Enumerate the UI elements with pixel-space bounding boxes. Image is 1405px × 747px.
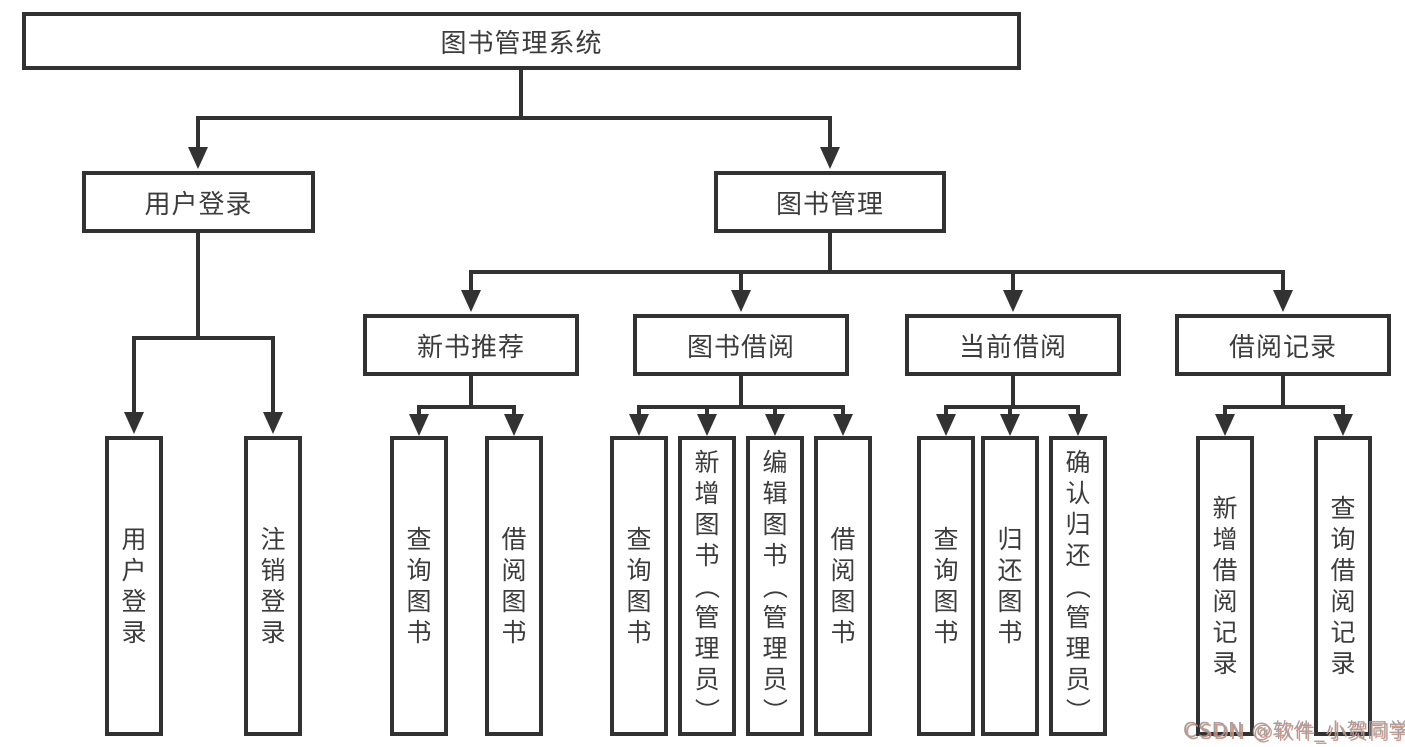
leaf-records-query-label: 查询借阅记录 (1330, 494, 1356, 678)
leaf-records-add: 新增借阅记录 (1196, 436, 1254, 736)
node-new-book-label: 新书推荐 (416, 332, 525, 363)
leaf-newbook-query-label: 查询图书 (406, 525, 432, 647)
connector-arrow-shaft (637, 405, 641, 417)
leaf-current-return-label: 归还图书 (997, 525, 1023, 647)
node-root-label: 图书管理系统 (440, 28, 603, 59)
connector-arrow-shaft (773, 405, 777, 417)
connector-arrow-shaft (1076, 405, 1080, 417)
connector-new-book-bar (417, 405, 516, 409)
arrowhead-icon (820, 147, 840, 169)
connector-arrow-shaft (417, 405, 421, 417)
leaf-user-login-label: 用户登录 (121, 525, 147, 647)
arrowhead-icon (1068, 414, 1088, 436)
connector-root-bar (196, 116, 832, 120)
leaf-borrow-add-admin-label: 新增图书（管理员） (692, 447, 722, 723)
connector-arrow-shaft (132, 336, 136, 414)
leaf-newbook-query: 查询图书 (390, 436, 448, 736)
arrowhead-icon (1215, 414, 1235, 436)
node-book-borrow: 图书借阅 (633, 314, 849, 376)
arrowhead-icon (936, 414, 956, 436)
arrowhead-icon (833, 414, 853, 436)
leaf-newbook-borrow-label: 借阅图书 (501, 525, 527, 647)
arrowhead-icon (1273, 290, 1293, 312)
leaf-borrow-book: 借阅图书 (814, 436, 872, 736)
arrowhead-icon (731, 290, 751, 312)
node-new-book: 新书推荐 (363, 314, 579, 376)
arrowhead-icon (504, 414, 524, 436)
connector-arrow-shaft (1281, 270, 1285, 294)
node-book-borrow-label: 图书借阅 (686, 332, 795, 363)
connector-new-book-stem (469, 376, 473, 409)
arrowhead-icon (1333, 414, 1353, 436)
connector-current-borrow-stem (1011, 376, 1015, 409)
node-root: 图书管理系统 (22, 12, 1021, 70)
leaf-borrow-add-admin: 新增图书（管理员） (678, 436, 736, 736)
connector-borrow-records-stem (1281, 376, 1285, 409)
connector-arrow-shaft (739, 270, 743, 294)
leaf-borrow-edit-admin: 编辑图书（管理员） (746, 436, 804, 736)
arrowhead-icon (629, 414, 649, 436)
connector-root-stem (519, 70, 523, 118)
connector-arrow-shaft (196, 116, 200, 150)
connector-arrow-shaft (469, 270, 473, 294)
connector-book-mgmt-stem (828, 233, 832, 274)
connector-book-borrow-stem (739, 376, 743, 409)
node-current-borrow: 当前借阅 (905, 314, 1121, 376)
leaf-borrow-query: 查询图书 (610, 436, 668, 736)
arrowhead-icon (461, 290, 481, 312)
connector-arrow-shaft (271, 336, 275, 414)
leaf-logout-label: 注销登录 (260, 525, 286, 647)
arrowhead-icon (409, 414, 429, 436)
leaf-user-login: 用户登录 (105, 436, 163, 736)
connector-user-login-stem (196, 233, 200, 340)
connector-current-borrow-bar (944, 405, 1080, 409)
arrowhead-icon (697, 414, 717, 436)
arrowhead-icon (124, 412, 144, 434)
csdn-watermark: CSDN @软件_小贺同学 (1183, 718, 1405, 742)
leaf-current-query-label: 查询图书 (933, 525, 959, 647)
leaf-current-query: 查询图书 (917, 436, 975, 736)
connector-arrow-shaft (1011, 270, 1015, 294)
node-borrow-records-label: 借阅记录 (1228, 332, 1337, 363)
leaf-newbook-borrow: 借阅图书 (485, 436, 543, 736)
arrowhead-icon (765, 414, 785, 436)
arrowhead-icon (188, 147, 208, 169)
arrowhead-icon (1000, 414, 1020, 436)
arrowhead-icon (263, 412, 283, 434)
leaf-logout: 注销登录 (244, 436, 302, 736)
connector-arrow-shaft (512, 405, 516, 417)
connector-user-login-bar (132, 336, 275, 340)
node-user-login-label: 用户登录 (144, 189, 253, 220)
leaf-current-confirm-admin-label: 确认归还（管理员） (1063, 447, 1093, 723)
connector-book-borrow-bar (637, 405, 845, 409)
connector-arrow-shaft (1341, 405, 1345, 417)
leaf-current-confirm-admin: 确认归还（管理员） (1049, 436, 1107, 736)
leaf-records-add-label: 新增借阅记录 (1212, 494, 1238, 678)
connector-arrow-shaft (1008, 405, 1012, 417)
leaf-borrow-book-label: 借阅图书 (830, 525, 856, 647)
connector-book-mgmt-bar (469, 270, 1285, 274)
leaf-records-query: 查询借阅记录 (1314, 436, 1372, 736)
node-user-login: 用户登录 (82, 171, 315, 233)
node-borrow-records: 借阅记录 (1175, 314, 1391, 376)
leaf-borrow-query-label: 查询图书 (626, 525, 652, 647)
connector-borrow-records-bar (1223, 405, 1345, 409)
node-current-borrow-label: 当前借阅 (958, 332, 1067, 363)
connector-arrow-shaft (841, 405, 845, 417)
connector-arrow-shaft (705, 405, 709, 417)
connector-arrow-shaft (1223, 405, 1227, 417)
node-book-mgmt-label: 图书管理 (775, 189, 884, 220)
leaf-current-return: 归还图书 (981, 436, 1039, 736)
arrowhead-icon (1003, 290, 1023, 312)
connector-arrow-shaft (828, 116, 832, 150)
leaf-borrow-edit-admin-label: 编辑图书（管理员） (760, 447, 790, 723)
node-book-mgmt: 图书管理 (714, 171, 946, 233)
connector-arrow-shaft (944, 405, 948, 417)
